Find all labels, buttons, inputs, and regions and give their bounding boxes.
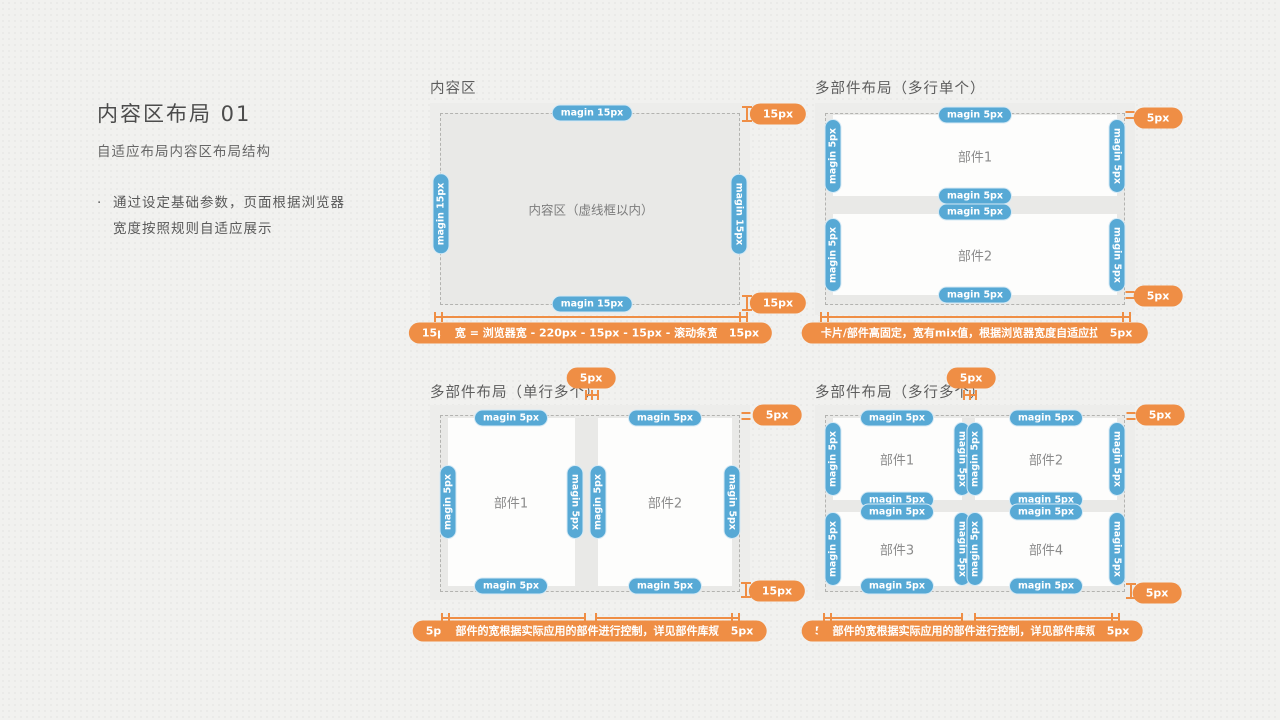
component-card: [833, 512, 962, 586]
measure-line: [974, 613, 1120, 623]
component-label: 部件2: [957, 249, 993, 265]
px-pill: 5px: [1135, 404, 1185, 426]
margin-pill-bottom: magin 15px: [551, 295, 633, 313]
component-card: [448, 418, 575, 586]
diagram2-heading: 多部件布局（多行单个）: [815, 81, 986, 97]
margin-pill-right: magin 5px: [1108, 512, 1126, 586]
margin-pill-right: magin 5px: [566, 465, 584, 539]
diagram4-heading: 多部件布局（多行多个）: [815, 385, 986, 401]
margin-pill-left: magin 5px: [824, 422, 842, 496]
bullet-text: 通过设定基础参数，页面根据浏览器宽度按照规则自适应展示: [113, 195, 345, 237]
px-pill: 15px: [715, 322, 773, 344]
component-card: [833, 418, 962, 500]
margin-pill-left: magin 5px: [439, 465, 457, 539]
margin-pill-right: magin 15px: [730, 173, 748, 255]
component-card: [598, 418, 732, 586]
margin-pill-top: magin 5px: [1009, 409, 1083, 427]
margin-pill-top: magin 5px: [1009, 503, 1083, 521]
measure-line: [820, 312, 1131, 322]
margin-pill-left: magin 5px: [824, 218, 842, 292]
component-card: [975, 512, 1117, 586]
width-formula-pill: 部件的宽根据实际应用的部件进行控制，详见部件库规范: [817, 620, 1123, 642]
measure-ibeam-icon: [741, 582, 751, 598]
bullet-marker: ·: [97, 195, 103, 211]
component-label: 部件4: [1028, 543, 1064, 559]
px-pill: 5px: [1132, 582, 1182, 604]
px-pill: 5px: [946, 367, 996, 389]
margin-pill-top: magin 5px: [938, 106, 1012, 124]
margin-pill-bottom: magin 5px: [474, 577, 548, 595]
diagram1-heading: 内容区: [430, 81, 477, 97]
px-pill: 15px: [749, 103, 807, 125]
component-label: 部件1: [957, 150, 993, 166]
margin-pill-bottom: magin 5px: [938, 286, 1012, 304]
margin-pill-right: magin 5px: [1108, 218, 1126, 292]
measure-gap-icon: [1126, 412, 1136, 420]
margin-pill-left: magin 5px: [966, 512, 984, 586]
measure-gap-icon: [741, 412, 751, 420]
component-label: 部件1: [493, 496, 529, 512]
measure-ibeam-icon: [1126, 583, 1136, 599]
margin-pill-top: magin 5px: [938, 203, 1012, 221]
px-pill: 5px: [1096, 322, 1146, 344]
component-label: 部件2: [1028, 453, 1064, 469]
measure-line: [595, 613, 740, 623]
diagram3-heading: 多部件布局（单行多个）: [430, 385, 601, 401]
component-card: [833, 115, 1117, 196]
margin-pill-right: magin 5px: [1108, 422, 1126, 496]
measure-line: [434, 312, 748, 322]
measure-gap-icon: [1125, 111, 1135, 119]
component-card: [975, 418, 1117, 500]
diagram1-dashed-area: [440, 113, 740, 305]
px-pill: 5px: [566, 367, 616, 389]
margin-pill-bottom: magin 5px: [938, 187, 1012, 205]
measure-ibeam-icon: [742, 106, 752, 122]
component-label: 部件1: [879, 453, 915, 469]
margin-pill-bottom: magin 5px: [860, 577, 934, 595]
px-pill: 5px: [1133, 107, 1183, 129]
page-title: 内容区布局 01: [97, 102, 252, 126]
px-pill: 5px: [752, 404, 802, 426]
measure-gap-icon: [1125, 291, 1135, 299]
px-pill: 15px: [748, 580, 806, 602]
margin-pill-top: magin 5px: [860, 503, 934, 521]
px-pill: 5px: [1133, 285, 1183, 307]
measure-hbeam-icon: [963, 390, 977, 400]
margin-pill-top: magin 5px: [628, 409, 702, 427]
measure-line: [441, 613, 586, 623]
margin-pill-left: magin 5px: [824, 119, 842, 193]
margin-pill-left: magin 15px: [432, 173, 450, 255]
margin-pill-left: magin 5px: [966, 422, 984, 496]
margin-pill-bottom: magin 5px: [1009, 577, 1083, 595]
page-subtitle: 自适应布局内容区布局结构: [97, 144, 271, 160]
width-formula-pill: 部件的宽根据实际应用的部件进行控制，详见部件库规范: [440, 620, 746, 642]
measure-hbeam-icon: [585, 390, 599, 400]
component-label: 部件2: [647, 496, 683, 512]
px-pill: 15px: [749, 292, 807, 314]
measure-line: [823, 613, 963, 623]
margin-pill-top: magin 15px: [551, 104, 633, 122]
margin-pill-right: magin 5px: [1108, 119, 1126, 193]
margin-pill-right: magin 5px: [723, 465, 741, 539]
component-label: 部件3: [879, 543, 915, 559]
intro-bullet: · 通过设定基础参数，页面根据浏览器宽度按照规则自适应展示: [97, 190, 345, 242]
margin-pill-top: magin 5px: [860, 409, 934, 427]
width-formula-pill: 宽 = 浏览器宽 - 220px - 15px - 15px - 滚动条宽度: [439, 322, 745, 344]
margin-pill-top: magin 5px: [474, 409, 548, 427]
margin-pill-bottom: magin 5px: [628, 577, 702, 595]
width-formula-pill: 卡片/部件高固定，宽有mix值，根据浏览器宽度自适应拉伸宽度: [805, 322, 1149, 344]
component-card: [833, 214, 1117, 295]
diagram1-center-label: 内容区（虚线框以内）: [528, 202, 654, 218]
margin-pill-left: magin 5px: [824, 512, 842, 586]
px-pill: 5px: [717, 620, 767, 642]
margin-pill-left: magin 5px: [589, 465, 607, 539]
px-pill: 5px: [1093, 620, 1143, 642]
measure-ibeam-icon: [742, 295, 752, 311]
